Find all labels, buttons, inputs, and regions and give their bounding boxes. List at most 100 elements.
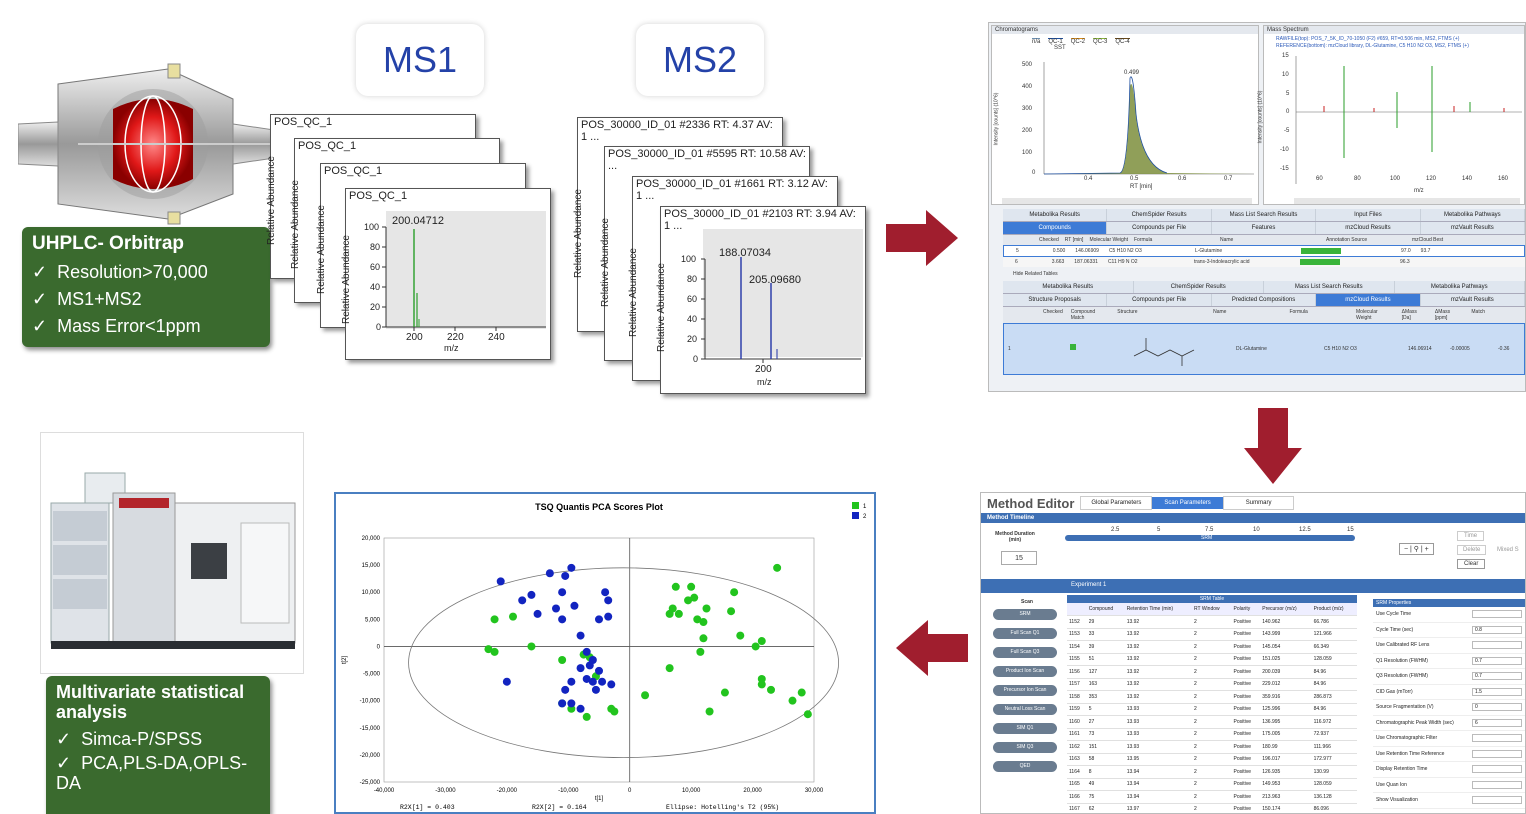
cd-tab[interactable]: Mass List Search Results: [1212, 209, 1317, 221]
property-value[interactable]: [1472, 765, 1522, 774]
table-row[interactable]: 6 3.663 187.06331 C11 H9 N O2 trans-3-In…: [1003, 257, 1525, 267]
cd-tab-mzcloud[interactable]: mzCloud Results: [1316, 294, 1421, 306]
property-row[interactable]: Use Retention Time Reference: [1373, 747, 1525, 762]
cd-tab[interactable]: mzVault Results: [1421, 222, 1525, 234]
scan-type-button[interactable]: Precursor Ion Scan: [993, 685, 1057, 696]
col-header[interactable]: Product (m/z): [1311, 603, 1357, 616]
col-header[interactable]: ΔMass [ppm]: [1434, 309, 1451, 321]
property-value[interactable]: 0: [1472, 703, 1522, 712]
col-header[interactable]: Compound: [1086, 603, 1125, 616]
cd-tab[interactable]: Input Files: [1316, 209, 1421, 221]
cd-tab[interactable]: ChemSpider Results: [1134, 281, 1264, 293]
property-value[interactable]: 0.8: [1472, 625, 1522, 634]
property-value[interactable]: 0.7: [1472, 656, 1522, 665]
property-row[interactable]: CID Gas (mTorr)1.5: [1373, 685, 1525, 700]
col-header[interactable]: RT [min]: [1064, 237, 1084, 243]
col-header[interactable]: RT Window: [1191, 603, 1232, 616]
clear-button[interactable]: Clear: [1457, 559, 1486, 569]
cd-tab[interactable]: Features: [1212, 222, 1317, 234]
table-row[interactable]: 1 DL-Glutamine C5 H10 N2 O3 146.06914 -0…: [1003, 323, 1525, 375]
scan-type-button[interactable]: SIM Q3: [993, 742, 1057, 753]
col-header[interactable]: Formula: [1134, 237, 1153, 243]
property-value[interactable]: [1472, 749, 1522, 758]
cd-tab[interactable]: Metabolika Results: [1003, 209, 1108, 221]
property-row[interactable]: Display Retention Time: [1373, 762, 1525, 778]
scan-type-button[interactable]: QED: [993, 761, 1057, 772]
col-header[interactable]: Retention Time (min): [1124, 603, 1192, 616]
cd-tab[interactable]: Metabolika Pathways: [1421, 209, 1525, 221]
property-row[interactable]: Chromatographic Peak Width (sec)6: [1373, 716, 1525, 731]
cd-tab[interactable]: Mass List Search Results: [1264, 281, 1395, 293]
property-value[interactable]: 0.7: [1472, 672, 1522, 681]
col-header[interactable]: Polarity: [1231, 603, 1261, 616]
scan-type-button[interactable]: Full Scan Q1: [993, 628, 1057, 639]
property-row[interactable]: Q3 Resolution (FWHM)0.7: [1373, 669, 1525, 685]
time-button[interactable]: Time: [1457, 531, 1485, 541]
col-header[interactable]: Precursor (m/z): [1260, 603, 1312, 616]
cd-tab[interactable]: Compounds per File: [1107, 222, 1212, 234]
property-row[interactable]: Q1 Resolution (FWHM)0.7: [1373, 654, 1525, 669]
zoom-controls[interactable]: − | ⚲ | +: [1399, 543, 1434, 555]
duration-input[interactable]: 15: [1001, 551, 1037, 565]
cd-tab[interactable]: Metabolika Results: [1003, 281, 1134, 293]
cd-tab[interactable]: Metabolika Pathways: [1395, 281, 1525, 293]
cd-tab[interactable]: Compounds per File: [1107, 294, 1212, 306]
col-header[interactable]: Compound Match: [1070, 309, 1096, 321]
property-row[interactable]: Cycle Time (sec)0.8: [1373, 623, 1525, 638]
property-value[interactable]: [1472, 641, 1522, 650]
property-value[interactable]: 6: [1472, 718, 1522, 727]
property-value[interactable]: [1472, 780, 1522, 789]
property-row[interactable]: Use Cycle Time: [1373, 607, 1525, 623]
col-header[interactable]: mzCloud Best: [1412, 237, 1444, 243]
scan-type-button[interactable]: SIM Q1: [993, 723, 1057, 734]
col-header[interactable]: Annotation Source: [1326, 237, 1368, 243]
scan-type-button[interactable]: Product Ion Scan: [993, 666, 1057, 677]
hide-related-tables[interactable]: Hide Related Tables: [1013, 271, 1058, 277]
property-value[interactable]: [1472, 610, 1522, 619]
col-header[interactable]: Name: [1213, 309, 1227, 315]
scan-type-button[interactable]: Neutral Loss Scan: [993, 704, 1057, 715]
cd-tab[interactable]: ChemSpider Results: [1107, 209, 1212, 221]
property-value[interactable]: [1472, 734, 1522, 743]
col-header[interactable]: Molecular Weight: [1089, 237, 1128, 243]
me-tab[interactable]: Summary: [1222, 496, 1295, 510]
property-value[interactable]: [1472, 796, 1522, 805]
cd-tab-compounds[interactable]: Compounds: [1003, 222, 1108, 234]
property-row[interactable]: Source Fragmentation (V)0: [1373, 700, 1525, 716]
property-value[interactable]: 1.5: [1472, 687, 1522, 696]
col-header[interactable]: Molecular Weight: [1356, 309, 1378, 321]
col-header[interactable]: Name: [1220, 237, 1234, 243]
col-header[interactable]: Checked: [1039, 237, 1059, 243]
cd-tab[interactable]: mzVault Results: [1421, 294, 1525, 306]
property-row[interactable]: Use Quan Ion: [1373, 778, 1525, 793]
scan-type-button[interactable]: Full Scan Q3: [993, 647, 1057, 658]
col-header[interactable]: Formula: [1289, 309, 1308, 315]
cd-tab[interactable]: Structure Proposals: [1003, 294, 1108, 306]
cd-tab[interactable]: mzCloud Results: [1316, 222, 1421, 234]
property-row[interactable]: Use Calibrated RF Lens: [1373, 638, 1525, 654]
scan-type-button[interactable]: SRM: [993, 609, 1057, 620]
mixed-checkbox[interactable]: Mixed S: [1497, 547, 1519, 553]
me-tab-selected[interactable]: Scan Parameters: [1152, 497, 1223, 509]
table-row[interactable]: 5 0.500 146.06909 C5 H10 N2 O3 L-Glutami…: [1003, 245, 1525, 257]
cd-tab[interactable]: Predicted Compositions: [1212, 294, 1317, 306]
me-tab[interactable]: Global Parameters: [1080, 496, 1153, 510]
property-row[interactable]: Show Visualization: [1373, 793, 1525, 809]
col-header[interactable]: Structure: [1117, 309, 1138, 315]
